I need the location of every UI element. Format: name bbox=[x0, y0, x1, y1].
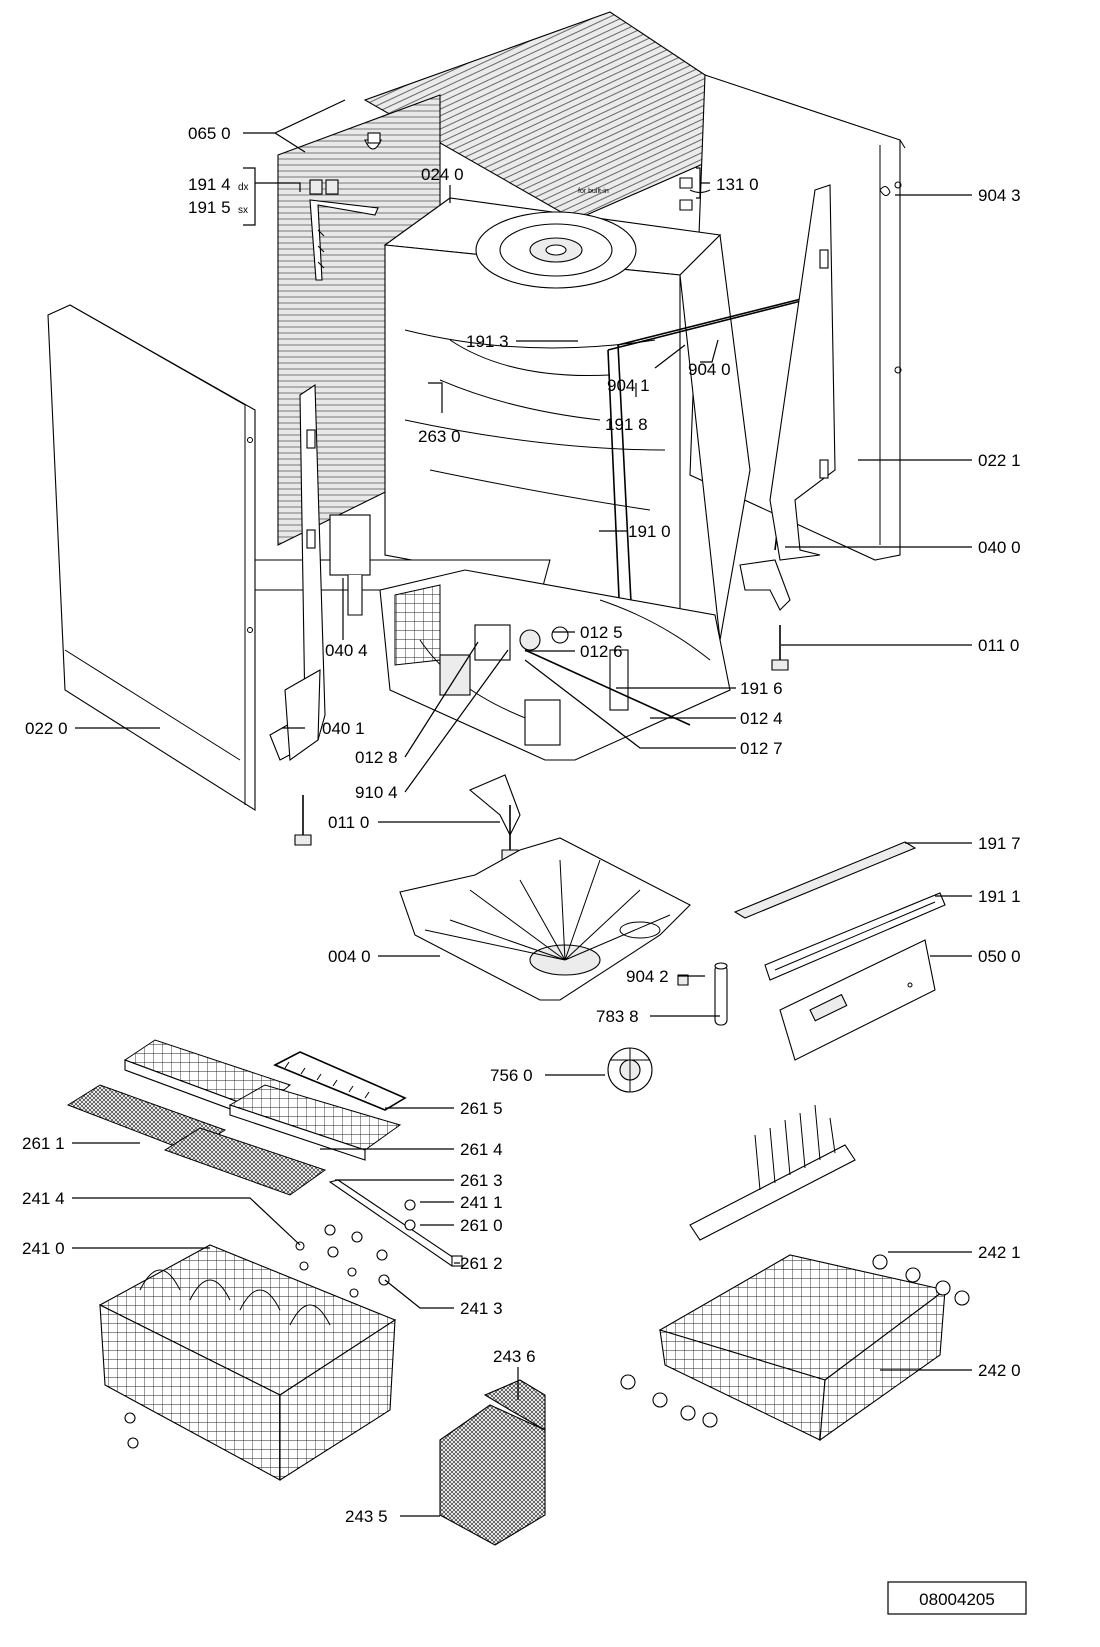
label-904-2: 904 2 bbox=[626, 967, 669, 986]
label-242-1: 242 1 bbox=[978, 1243, 1021, 1262]
rail-261-0 bbox=[328, 1179, 463, 1267]
plate-rack-insert bbox=[689, 1104, 856, 1241]
label-012-6: 012 6 bbox=[580, 642, 623, 661]
label-131-0: 131 0 bbox=[716, 175, 759, 194]
label-904-0: 904 0 bbox=[688, 360, 731, 379]
leader-lines bbox=[72, 99, 972, 1517]
label-011-0-center: 011 0 bbox=[328, 813, 369, 832]
bracket-right-small bbox=[739, 559, 791, 611]
label-040-0: 040 0 bbox=[978, 538, 1021, 557]
for-built-in-note: for built-in bbox=[578, 188, 609, 195]
label-243-5: 243 5 bbox=[345, 1507, 388, 1526]
drawing-reference-number: 08004205 bbox=[919, 1590, 995, 1609]
clip-904-3 bbox=[879, 186, 891, 196]
label-261-1: 261 1 bbox=[22, 1134, 65, 1153]
cutlery-tray-lower-left bbox=[66, 1084, 227, 1153]
label-191-1: 191 1 bbox=[978, 887, 1021, 906]
part-labels: 065 0 024 0 191 4 dx 191 5 sx 131 0 904 … bbox=[22, 124, 1021, 1526]
pump-756-0 bbox=[607, 1047, 653, 1093]
label-263-0: 263 0 bbox=[418, 427, 461, 446]
tub bbox=[241, 197, 751, 641]
label-191-0: 191 0 bbox=[628, 522, 671, 541]
label-012-4: 012 4 bbox=[740, 709, 783, 728]
label-012-7: 012 7 bbox=[740, 739, 783, 758]
panel-050-0 bbox=[779, 939, 936, 1061]
label-910-4: 910 4 bbox=[355, 783, 398, 802]
label-191-3: 191 3 bbox=[466, 332, 509, 351]
label-022-0: 022 0 bbox=[25, 719, 68, 738]
label-783-8: 783 8 bbox=[596, 1007, 639, 1026]
lower-basket bbox=[98, 1244, 397, 1482]
rack-strip-261-5 bbox=[273, 1051, 407, 1111]
sump-tray bbox=[399, 837, 691, 1001]
label-261-4: 261 4 bbox=[460, 1140, 503, 1159]
strip-191-7 bbox=[733, 841, 917, 919]
label-904-1: 904 1 bbox=[607, 376, 650, 395]
drawing-reference-box: 08004205 bbox=[887, 1581, 1027, 1615]
label-241-3: 241 3 bbox=[460, 1299, 503, 1318]
label-261-5: 261 5 bbox=[460, 1099, 503, 1118]
label-011-0-right: 011 0 bbox=[978, 636, 1019, 655]
label-050-0: 050 0 bbox=[978, 947, 1021, 966]
label-904-3: 904 3 bbox=[978, 186, 1021, 205]
detergent-block bbox=[329, 514, 371, 616]
label-191-7: 191 7 bbox=[978, 834, 1021, 853]
screw-011-right bbox=[771, 625, 789, 671]
label-040-4: 040 4 bbox=[325, 641, 368, 660]
rollers-241-3 bbox=[295, 1224, 390, 1298]
label-191-8: 191 8 bbox=[605, 415, 648, 434]
label-004-0: 004 0 bbox=[328, 947, 371, 966]
label-191-6: 191 6 bbox=[740, 679, 783, 698]
label-191-5-sx: sx bbox=[238, 205, 248, 216]
screw-011-left bbox=[294, 795, 312, 846]
label-756-0: 756 0 bbox=[490, 1066, 533, 1085]
left-door-panel bbox=[47, 304, 256, 811]
label-191-4: 191 4 bbox=[188, 175, 231, 194]
label-040-1: 040 1 bbox=[322, 719, 365, 738]
label-261-3: 261 3 bbox=[460, 1171, 503, 1190]
base-assembly bbox=[379, 569, 731, 761]
right-side-bracket bbox=[769, 184, 836, 561]
bracket-910-4 bbox=[468, 774, 521, 837]
rail-191-1 bbox=[764, 892, 946, 981]
label-242-0: 242 0 bbox=[978, 1361, 1021, 1380]
label-191-4-dx: dx bbox=[238, 182, 249, 193]
label-191-5: 191 5 bbox=[188, 198, 231, 217]
label-241-1: 241 1 bbox=[460, 1193, 503, 1212]
left-side-bracket bbox=[269, 383, 326, 762]
cutlery-basket bbox=[439, 1379, 546, 1546]
pipe-783-8 bbox=[714, 962, 728, 1026]
cutlery-tray-right bbox=[228, 1084, 402, 1161]
label-261-0: 261 0 bbox=[460, 1216, 503, 1235]
label-065-0: 065 0 bbox=[188, 124, 231, 143]
label-241-4: 241 4 bbox=[22, 1189, 65, 1208]
label-243-6: 243 6 bbox=[493, 1347, 536, 1366]
label-241-0: 241 0 bbox=[22, 1239, 65, 1258]
upper-basket bbox=[620, 1254, 970, 1442]
label-261-2: 261 2 bbox=[460, 1254, 503, 1273]
screw-904-2 bbox=[677, 974, 689, 986]
label-012-8: 012 8 bbox=[355, 748, 398, 767]
label-022-1: 022 1 bbox=[978, 451, 1021, 470]
cutlery-tray-lower-right bbox=[163, 1127, 327, 1196]
hinge-bracket bbox=[309, 179, 379, 281]
label-012-5: 012 5 bbox=[580, 623, 623, 642]
label-024-0: 024 0 bbox=[421, 165, 464, 184]
